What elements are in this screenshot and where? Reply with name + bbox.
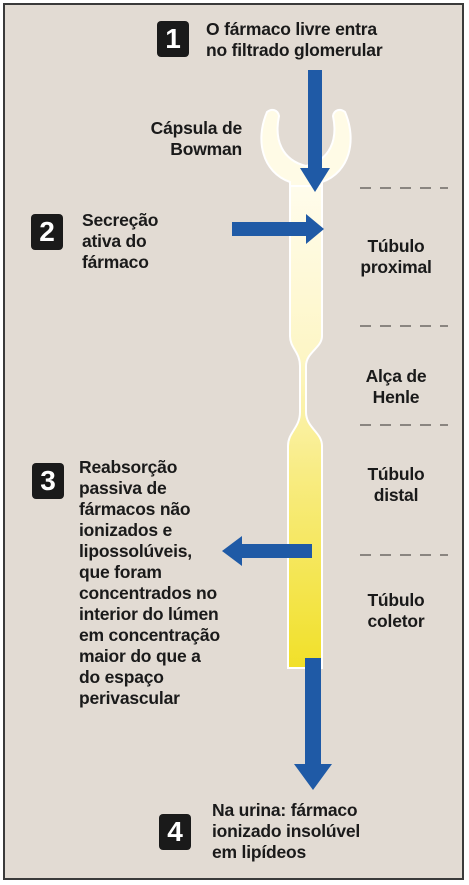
henle-label: Alça de Henle (365, 366, 427, 407)
capsule-label: Cápsula de Bowman (150, 118, 243, 159)
step-3-text: Reabsorção passiva de fármacos não ioniz… (79, 457, 220, 708)
step-1-text: O fármaco livre entra no filtrado glomer… (206, 19, 383, 60)
step-2-text: Secreção ativa do fármaco (82, 210, 159, 272)
bowman-capsule (260, 108, 352, 191)
step-2-badge: 2 (31, 214, 63, 250)
distal-label: Túbulo distal (367, 464, 425, 505)
blue-arrow-icon (222, 536, 312, 566)
blue-arrow-icon (232, 214, 324, 244)
nephron-tube (287, 185, 323, 669)
step-4-text: Na urina: fármaco ionizado insolúvel em … (212, 800, 361, 862)
collector-label: Túbulo coletor (367, 590, 425, 631)
step-3-badge: 3 (32, 463, 64, 499)
proximal-label: Túbulo proximal (360, 236, 432, 277)
blue-arrow-icon (294, 658, 332, 790)
step-4-badge: 4 (159, 814, 191, 850)
step-1-badge: 1 (157, 21, 189, 57)
diagram-panel (3, 3, 464, 880)
dashed-divider-icon (360, 187, 448, 556)
blue-arrow-icon (300, 70, 330, 192)
